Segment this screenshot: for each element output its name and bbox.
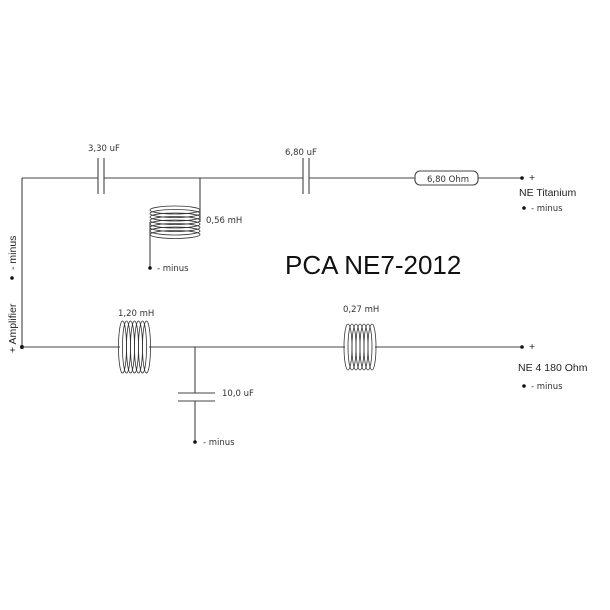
- coil-winding: [363, 323, 373, 371]
- coil-winding: [149, 209, 201, 218]
- capacitor-c1: 3,30 uF: [88, 144, 120, 194]
- c1-label: 3,30 uF: [88, 144, 120, 154]
- top-branch-wires: [22, 177, 522, 268]
- l1-minus-label: - minus: [157, 264, 189, 274]
- woofer-plus-label: +: [529, 341, 535, 353]
- coil-winding: [142, 320, 151, 374]
- amp-minus-label: - minus: [7, 236, 19, 270]
- tweeter-minus-terminal: [522, 206, 526, 210]
- woofer-plus-terminal: [520, 345, 524, 349]
- capacitor-c3: 10,0 uF: [178, 389, 254, 402]
- amp-minus-terminal: [10, 276, 14, 280]
- coil-winding: [149, 226, 201, 236]
- coil-winding: [149, 230, 201, 239]
- coil-winding: [149, 219, 201, 229]
- woofer-minus-label: - minus: [531, 382, 563, 392]
- coil-winding: [138, 320, 147, 374]
- inductor-l2: [118, 320, 151, 374]
- c3-minus-terminal: [193, 440, 197, 444]
- coil-winding: [367, 323, 377, 371]
- c2-label: 6,80 uF: [285, 148, 317, 158]
- tweeter-name: NE Titanium: [519, 187, 576, 199]
- bottom-branch-wires: [22, 346, 522, 442]
- capacitor-c2: 6,80 uF: [285, 148, 317, 194]
- tweeter-minus-label: - minus: [531, 204, 563, 214]
- l3-label: 0,27 mH: [343, 305, 379, 315]
- coil-winding: [149, 205, 201, 215]
- l1-minus-terminal: [148, 266, 152, 270]
- inductor-l3: [343, 323, 377, 371]
- inductor-l1: [149, 205, 201, 239]
- resistor-r1: 6,80 Ohm: [414, 170, 479, 186]
- c3-label: 10,0 uF: [222, 389, 254, 399]
- coil-winding: [149, 212, 201, 222]
- woofer-name: NE 4 180 Ohm: [518, 362, 588, 374]
- l1-label: 0,56 mH: [206, 216, 242, 226]
- r1-label: 6,80 Ohm: [427, 175, 469, 185]
- woofer-minus-terminal: [522, 384, 526, 388]
- c3-minus-label: - minus: [203, 438, 235, 448]
- amp-plus-label: + Amplifier: [7, 303, 19, 353]
- coil-winding: [149, 223, 201, 232]
- l2-label: 1,20 mH: [118, 309, 154, 319]
- tweeter-plus-label: +: [529, 172, 535, 184]
- diagram-title: PCA NE7-2012: [285, 250, 461, 280]
- coil-winding: [149, 216, 201, 225]
- tweeter-plus-terminal: [520, 176, 524, 180]
